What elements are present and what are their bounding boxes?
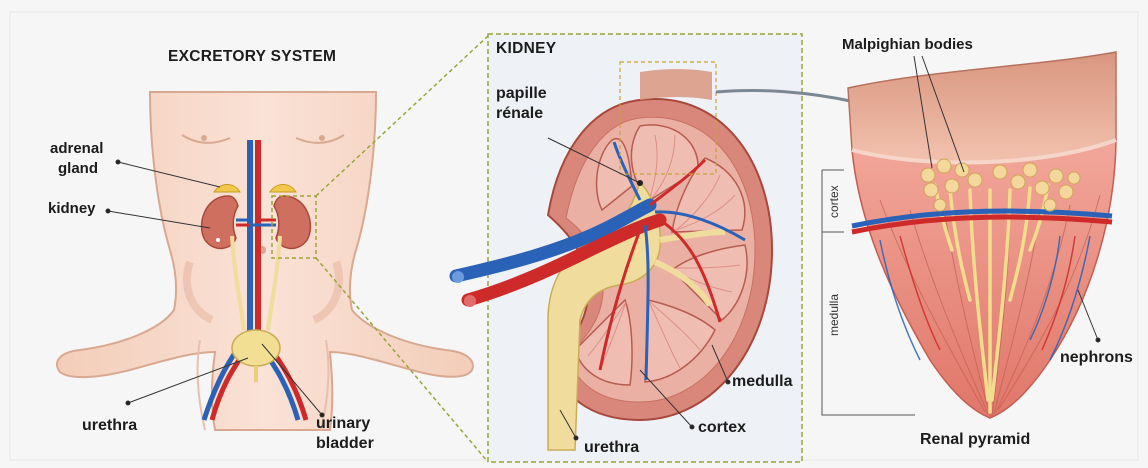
label-renal-pyramid: Renal pyramid — [920, 430, 1030, 449]
label-papille: papille — [496, 84, 547, 103]
label-bladder-line2: bladder — [316, 434, 374, 453]
label-medulla-zone: medulla — [827, 294, 841, 336]
label-urethra-kidney: urethra — [584, 438, 639, 457]
label-renale: rénale — [496, 104, 543, 123]
label-adrenal-gland-line1: adrenal — [50, 140, 103, 158]
label-medulla-kidney: medulla — [732, 372, 792, 391]
label-adrenal-gland-line2: gland — [58, 160, 98, 178]
label-nephrons: nephrons — [1060, 348, 1133, 367]
label-malpighian-bodies: Malpighian bodies — [842, 36, 973, 54]
urinary-bladder — [232, 330, 280, 366]
label-kidney: kidney — [48, 200, 96, 218]
label-cortex-kidney: cortex — [698, 418, 746, 437]
label-urethra-body: urethra — [82, 416, 137, 435]
kidney-panel-title: KIDNEY — [496, 40, 556, 59]
label-urinary-line1: urinary — [316, 414, 370, 433]
body-panel-title: EXCRETORY SYSTEM — [168, 48, 336, 67]
label-cortex-zone: cortex — [827, 185, 841, 218]
